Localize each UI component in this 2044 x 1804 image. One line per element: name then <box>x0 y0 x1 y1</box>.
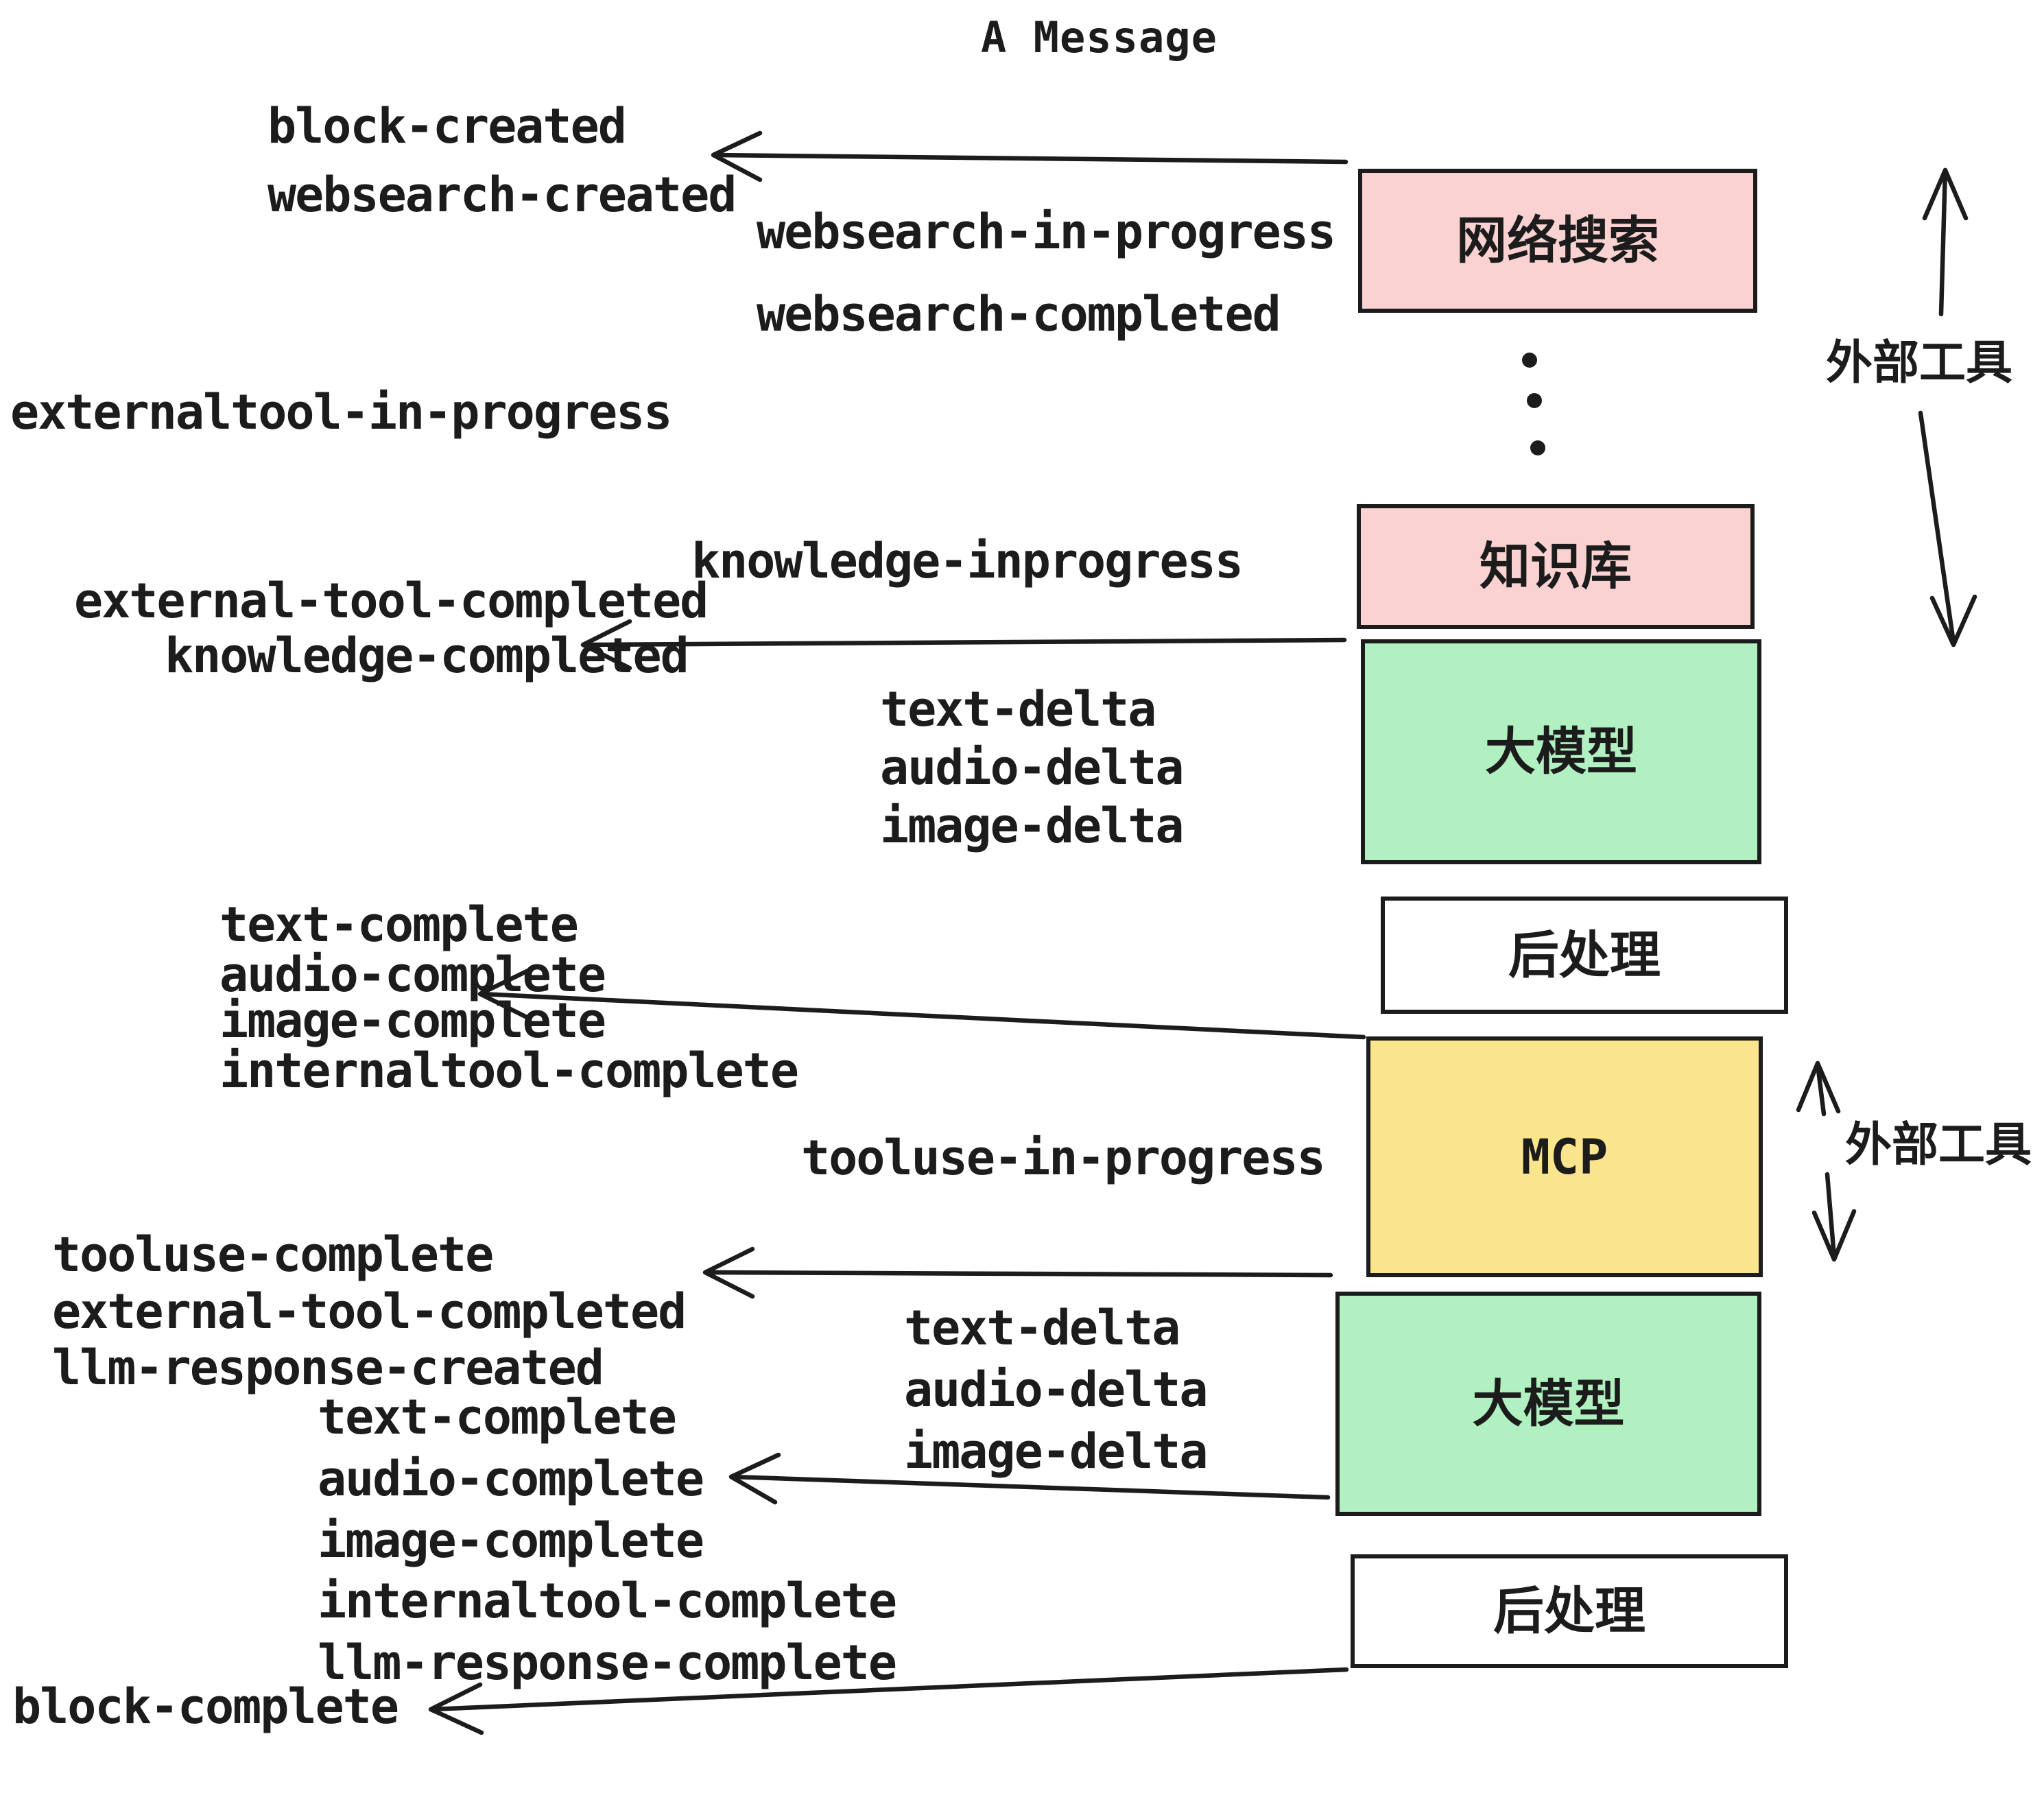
event-websearch-completed: websearch-completed <box>757 286 1281 342</box>
event-block-created: block-created <box>268 98 627 154</box>
event-audio-delta-1: audio-delta <box>880 739 1185 796</box>
event-internaltool-complete-2: internaltool-complete <box>318 1573 897 1629</box>
diagram-title: A Message <box>981 12 1217 62</box>
event-tooluse-complete: tooluse-complete <box>52 1226 494 1283</box>
external-tools-label-bottom: 外部工具 <box>1845 1118 2032 1172</box>
node-llm-1-label: 大模型 <box>1485 722 1637 781</box>
node-mcp: MCP <box>1366 1036 1763 1277</box>
node-postprocess-1: 后处理 <box>1381 897 1788 1014</box>
event-external-tool-completed-1: external-tool-completed <box>74 573 709 629</box>
event-text-complete-1: text-complete <box>219 897 579 953</box>
node-websearch-label: 网络搜索 <box>1456 211 1659 270</box>
arrow-to-image-complete <box>477 967 1366 1040</box>
node-knowledge-base: 知识库 <box>1357 504 1755 629</box>
event-image-complete-1: image-complete <box>219 993 606 1049</box>
event-websearch-in-progress: websearch-in-progress <box>757 204 1336 260</box>
event-audio-complete-2: audio-complete <box>318 1451 704 1507</box>
event-knowledge-inprogress: knowledge-inprogress <box>691 533 1244 589</box>
node-websearch: 网络搜索 <box>1358 169 1757 313</box>
event-audio-complete-1: audio-complete <box>219 947 606 1003</box>
event-text-delta-2: text-delta <box>904 1300 1180 1356</box>
event-tooluse-in-progress: tooluse-in-progress <box>801 1130 1326 1186</box>
event-externaltool-in-progress: externaltool-in-progress <box>10 384 672 440</box>
event-text-complete-2: text-complete <box>318 1389 677 1445</box>
node-llm-2: 大模型 <box>1335 1292 1761 1516</box>
external-tools-range-arrow-top <box>1918 167 1977 648</box>
node-llm-2-label: 大模型 <box>1472 1374 1625 1434</box>
event-audio-delta-2: audio-delta <box>904 1362 1209 1418</box>
event-external-tool-completed-2: external-tool-completed <box>52 1283 687 1340</box>
node-llm-1: 大模型 <box>1361 639 1761 864</box>
external-tools-label-top: 外部工具 <box>1826 336 2013 390</box>
arrow-to-websearch-created <box>711 130 1348 182</box>
arrow-to-tooluse-complete <box>702 1246 1333 1299</box>
event-image-delta-1: image-delta <box>880 798 1185 854</box>
event-llm-response-complete: llm-response-complete <box>318 1635 897 1691</box>
node-postprocess-2-label: 后处理 <box>1493 1582 1645 1641</box>
event-text-delta-1: text-delta <box>880 681 1156 737</box>
node-knowledge-base-label: 知识库 <box>1479 537 1632 596</box>
node-postprocess-2: 后处理 <box>1351 1554 1788 1668</box>
event-llm-response-created: llm-response-created <box>52 1340 604 1396</box>
node-mcp-label: MCP <box>1521 1128 1608 1185</box>
node-postprocess-1-label: 后处理 <box>1508 925 1661 985</box>
event-block-complete: block-complete <box>12 1678 399 1735</box>
event-image-complete-2: image-complete <box>318 1512 704 1569</box>
event-websearch-created: websearch-created <box>268 167 737 223</box>
event-internaltool-complete-1: internaltool-complete <box>219 1043 799 1099</box>
more-tools-ellipsis <box>1522 353 1545 455</box>
event-image-delta-2: image-delta <box>904 1423 1209 1480</box>
event-knowledge-completed: knowledge-completed <box>165 628 689 684</box>
